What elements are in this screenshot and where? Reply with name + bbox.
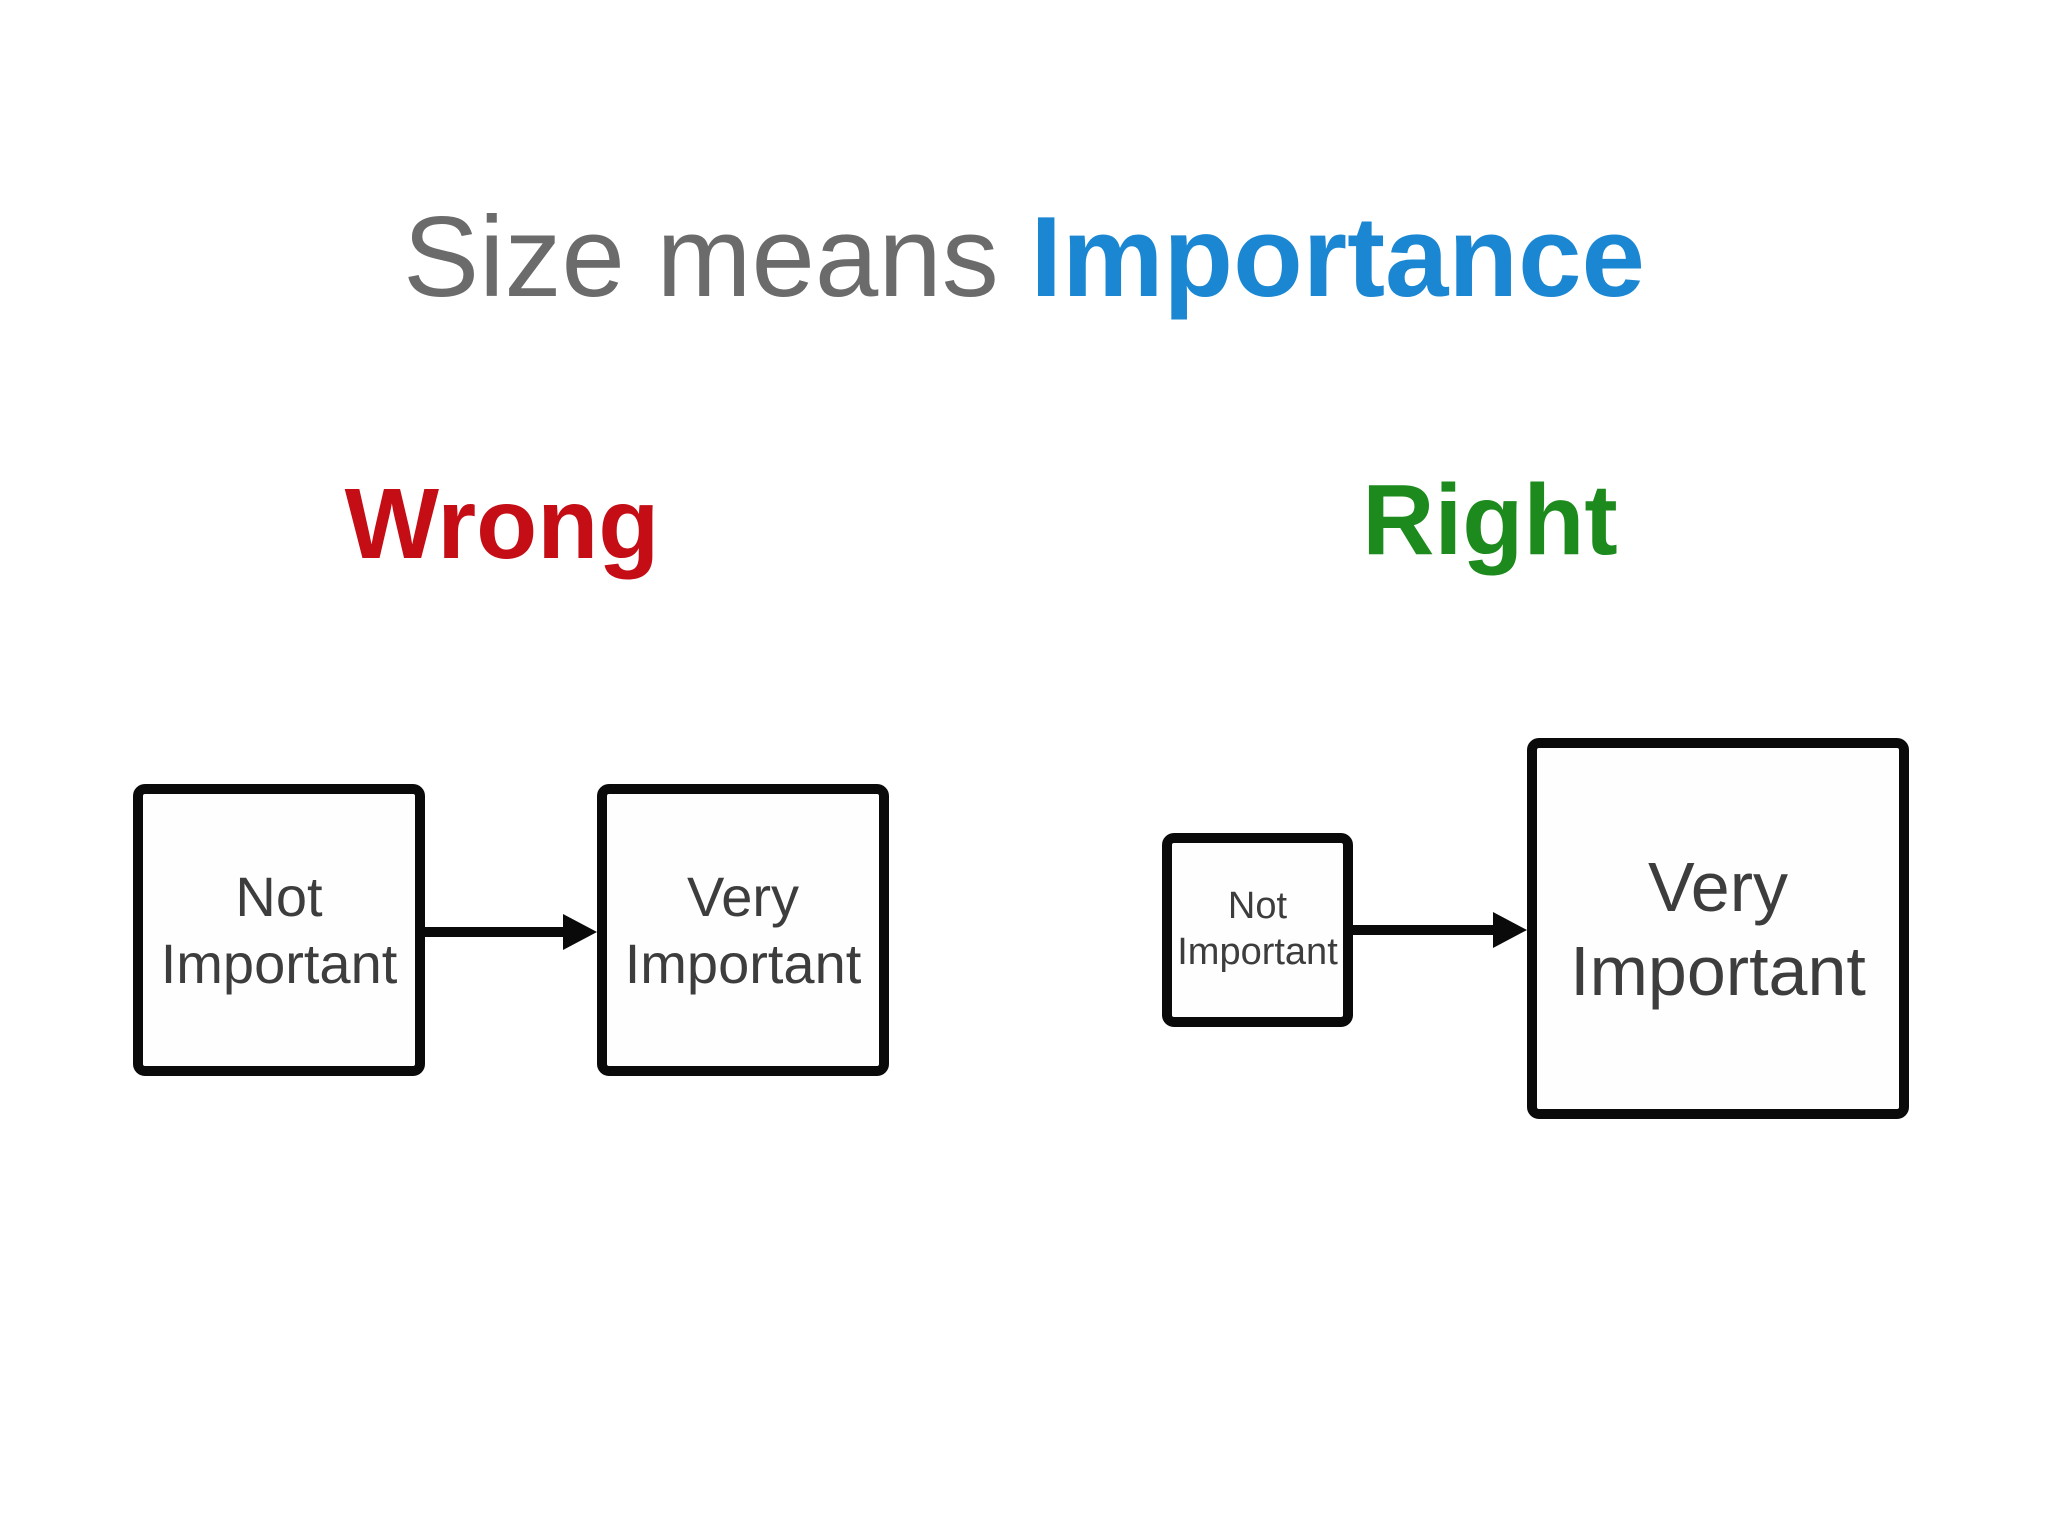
right-not-important-box: Not Important xyxy=(1162,833,1353,1027)
title-text-accent: Importance xyxy=(1030,194,1645,322)
box-label-line2: Important xyxy=(160,932,398,995)
wrong-very-important-box: Very Important xyxy=(597,784,889,1076)
box-label-line1: Very xyxy=(686,864,800,928)
box-label-line2: Important xyxy=(1570,931,1866,1010)
wrong-not-important-box: Not Important xyxy=(133,784,425,1076)
right-heading: Right xyxy=(1362,464,1618,576)
wrong-heading: Wrong xyxy=(344,468,660,580)
right-arrow-shaft xyxy=(1353,925,1495,935)
box-label-line1: Not xyxy=(1227,885,1288,928)
right-arrow-head-icon xyxy=(1493,912,1527,948)
page-title: Size means Importance xyxy=(0,201,2048,315)
box-label-line2: Important xyxy=(624,932,862,995)
box-label-line1: Not xyxy=(235,864,323,928)
wrong-arrow-head-icon xyxy=(563,914,597,950)
wrong-arrow-shaft xyxy=(425,927,565,937)
box-label-line1: Very xyxy=(1647,847,1789,926)
title-text-normal: Size means xyxy=(403,194,1031,322)
box-label-line2: Important xyxy=(1177,931,1338,973)
right-very-important-box: Very Important xyxy=(1527,738,1909,1119)
